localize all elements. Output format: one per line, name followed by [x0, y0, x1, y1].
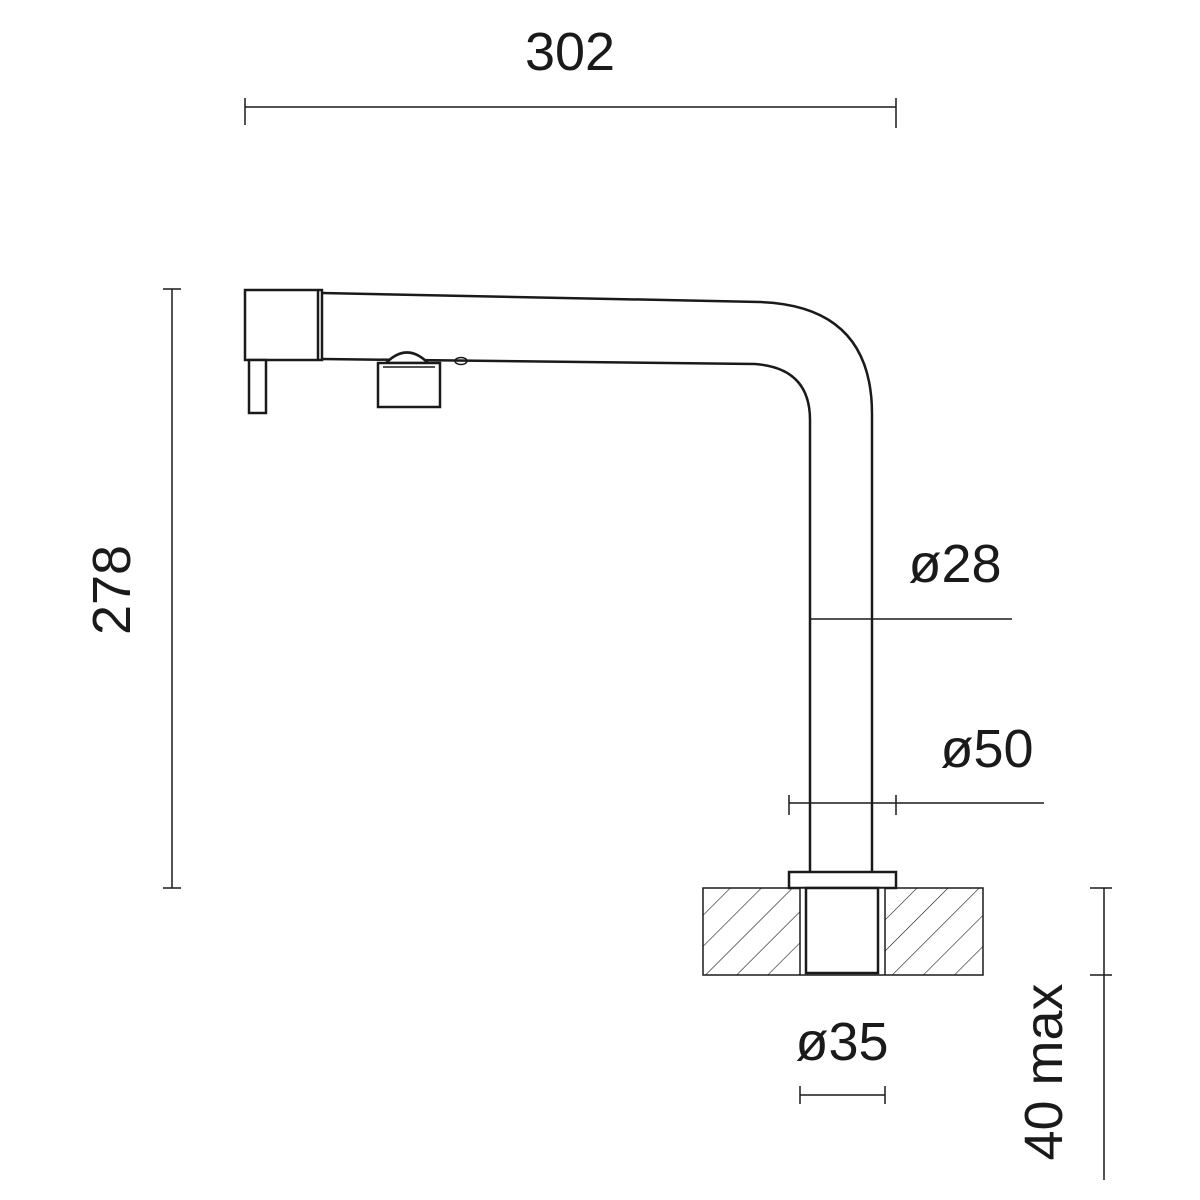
counter-thickness-dimension: 40 max — [1014, 887, 1112, 1180]
reach-dimension: 302 — [244, 22, 897, 128]
height-label: 278 — [82, 545, 142, 635]
faucet-body — [243, 288, 898, 890]
countertop-section — [702, 886, 984, 976]
pipe-diameter-label: ø28 — [908, 534, 1001, 594]
base-diameter-label: ø50 — [940, 719, 1033, 779]
control-screw-icon — [454, 356, 468, 366]
base-flange — [787, 870, 898, 890]
spout-inner-edge — [321, 357, 812, 872]
hole-diameter-callout: ø35 — [795, 1012, 889, 1104]
outlet-nozzle — [247, 358, 268, 415]
spout-outer-edge — [321, 291, 874, 872]
aerator-head — [243, 288, 324, 362]
control-knob-dome — [382, 351, 432, 365]
hole-diameter-label: ø35 — [795, 1012, 888, 1072]
pipe-diameter-callout: ø28 — [810, 534, 1012, 620]
control-knob-body — [376, 361, 442, 409]
reach-label: 302 — [525, 22, 615, 82]
counter-thickness-label: 40 max — [1014, 983, 1074, 1160]
base-diameter-callout: ø50 — [788, 719, 1044, 815]
threaded-shank — [804, 886, 880, 975]
height-dimension: 278 — [82, 288, 181, 889]
